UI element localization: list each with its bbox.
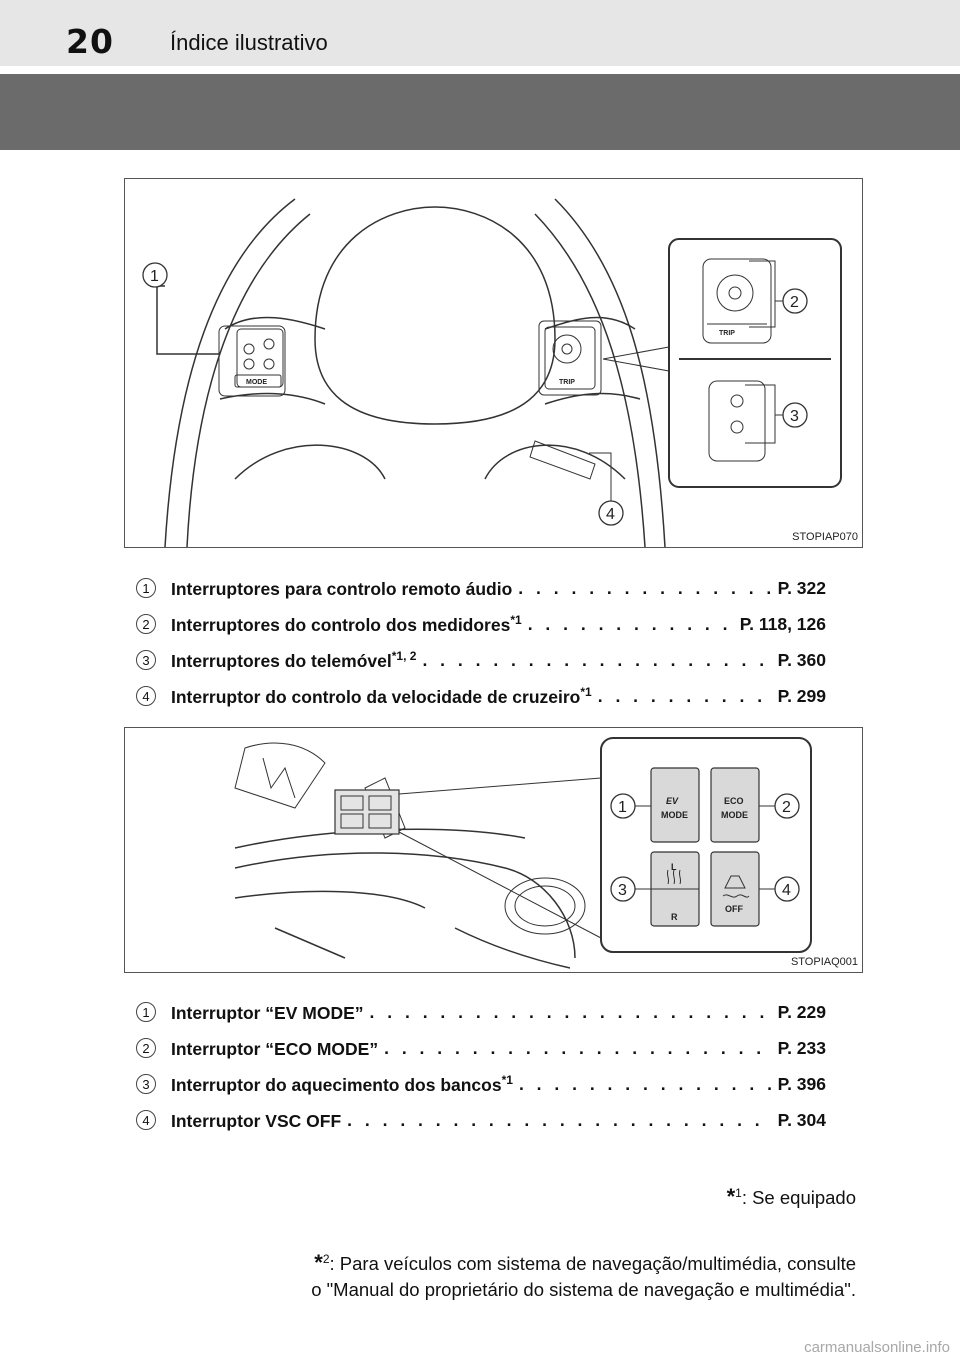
footnote-text: : Para veículos com sistema de navegação…	[329, 1253, 856, 1275]
row-label: Interruptor “EV MODE”	[171, 1002, 364, 1023]
header-band	[0, 74, 960, 150]
legend-row: 1 Interruptores para controlo remoto áud…	[136, 570, 826, 606]
trip-label-inset: TRIP	[719, 330, 735, 337]
footnote-text-line2: o "Manual do proprietário do sistema de …	[311, 1279, 856, 1301]
number-badge: 2	[136, 614, 156, 634]
ev-mode-button-graphic	[650, 767, 700, 843]
page-reference: P. 118, 126	[739, 613, 826, 634]
footnote-1: *1: Se equipado	[727, 1180, 856, 1211]
dot-leader: . . . . . . . . . . . . . . . . . . . . …	[518, 1073, 772, 1094]
number-badge: 2	[136, 1038, 156, 1058]
legend-row: 2 Interruptores do controlo dos medidore…	[136, 606, 826, 642]
callout-3	[782, 402, 808, 428]
legend-row: 2 Interruptor “ECO MODE” . . . . . . . .…	[136, 1030, 826, 1066]
footnote-star: *	[314, 1250, 323, 1276]
page-reference: P. 299	[777, 685, 826, 706]
callout-4-label: 4	[782, 882, 791, 899]
seat-right-label: R	[671, 912, 678, 922]
footnote-sup: 1	[735, 1186, 742, 1200]
legend-1: 1 Interruptores para controlo remoto áud…	[136, 570, 826, 714]
callout-4-label: 4	[606, 506, 615, 523]
dot-leader: . . . . . . . . . . . . . . . . . . . . …	[422, 649, 771, 670]
footnote-star: *	[726, 1184, 736, 1210]
footnote-2: *2: Para veículos com sistema de navegaç…	[156, 1246, 856, 1303]
callout-2-label: 2	[790, 294, 799, 311]
page-reference: P. 360	[777, 649, 826, 670]
callout-1-label: 1	[618, 799, 627, 816]
steering-wheel-illustration: MODE TRIP TRIP 1 2 3 4	[142, 198, 842, 547]
legend-row: 4 Interruptor do controlo da velocidade …	[136, 678, 826, 714]
ev-label: EV	[666, 796, 679, 806]
page-reference: P. 233	[777, 1037, 826, 1058]
trip-label-wheel: TRIP	[559, 379, 575, 386]
callout-3-label: 3	[618, 882, 627, 899]
figure-code: STOPIAP070	[792, 531, 858, 543]
number-badge: 1	[136, 578, 156, 598]
page-number: 20	[66, 22, 114, 61]
eco-label: ECO	[724, 796, 744, 806]
callout-1	[142, 262, 168, 288]
vsc-off-label: OFF	[725, 904, 743, 914]
page-reference: P. 304	[777, 1109, 826, 1130]
number-badge: 3	[136, 1074, 156, 1094]
number-badge: 3	[136, 650, 156, 670]
footnote-text: : Se equipado	[741, 1187, 856, 1209]
legend-row: 3 Interruptor do aquecimento dos bancos*…	[136, 1066, 826, 1102]
callout-1-label: 1	[150, 268, 159, 285]
watermark: carmanualsonline.info	[804, 1339, 950, 1356]
ev-mode-label: MODE	[661, 810, 688, 820]
page-reference: P. 322	[777, 577, 826, 598]
callout-4	[774, 876, 800, 902]
mode-label: MODE	[246, 379, 267, 386]
callout-2	[782, 288, 808, 314]
legend-row: 3 Interruptores do telemóvel*1, 2 . . . …	[136, 642, 826, 678]
eco-mode-button-graphic	[710, 767, 760, 843]
seat-left-label: L	[671, 862, 677, 872]
eco-mode-label: MODE	[721, 810, 748, 820]
page-reference: P. 229	[777, 1001, 826, 1022]
legend-row: 4 Interruptor VSC OFF . . . . . . . . . …	[136, 1102, 826, 1138]
row-label: Interruptor “ECO MODE”	[171, 1038, 379, 1059]
dot-leader: . . . . . . . . . . . . . . . . . . . . …	[369, 1001, 772, 1022]
number-badge: 4	[136, 1110, 156, 1130]
console-figure: EV MODE ECO MODE L R OFF 1 2 3 4 STOPIAQ…	[124, 727, 863, 973]
page-reference: P. 396	[777, 1073, 826, 1094]
number-badge: 4	[136, 686, 156, 706]
row-label: Interruptores para controlo remoto áudio	[171, 578, 513, 599]
row-label: Interruptores do controlo dos medidores*…	[171, 612, 522, 635]
dot-leader: . . . . . . . . . . . . . . . . . . . . …	[527, 613, 734, 634]
figure-code: STOPIAQ001	[790, 956, 858, 968]
console-illustration: EV MODE ECO MODE L R OFF 1 2 3 4	[234, 737, 812, 969]
vsc-off-button-graphic	[710, 851, 760, 927]
steering-wheel-figure: MODE TRIP TRIP 1 2 3 4	[124, 178, 863, 548]
dot-leader: . . . . . . . . . . . . . . . . . . . . …	[347, 1109, 772, 1130]
dot-leader: . . . . . . . . . . . . . . . . . . . . …	[597, 685, 772, 706]
legend-row: 1 Interruptor “EV MODE” . . . . . . . . …	[136, 994, 826, 1030]
callout-3-label: 3	[790, 408, 799, 425]
row-label: Interruptor VSC OFF	[171, 1110, 342, 1131]
dot-leader: . . . . . . . . . . . . . . . . . . . . …	[384, 1037, 772, 1058]
row-label: Interruptor do aquecimento dos bancos*1	[171, 1072, 513, 1095]
row-label: Interruptores do telemóvel*1, 2	[171, 648, 417, 671]
callout-1	[610, 793, 636, 819]
row-label: Interruptor do controlo da velocidade de…	[171, 684, 592, 707]
callout-2	[774, 793, 800, 819]
number-badge: 1	[136, 1002, 156, 1022]
callout-3	[610, 876, 636, 902]
dot-leader: . . . . . . . . . . . . . . . . . . . . …	[518, 577, 771, 598]
callout-2-label: 2	[782, 799, 791, 816]
footnote-sup: 2	[322, 1252, 330, 1266]
callout-4	[598, 500, 624, 526]
section-title: Índice ilustrativo	[170, 30, 328, 55]
header-bar: 20 Índice ilustrativo	[0, 0, 960, 66]
legend-2: 1 Interruptor “EV MODE” . . . . . . . . …	[136, 994, 826, 1138]
